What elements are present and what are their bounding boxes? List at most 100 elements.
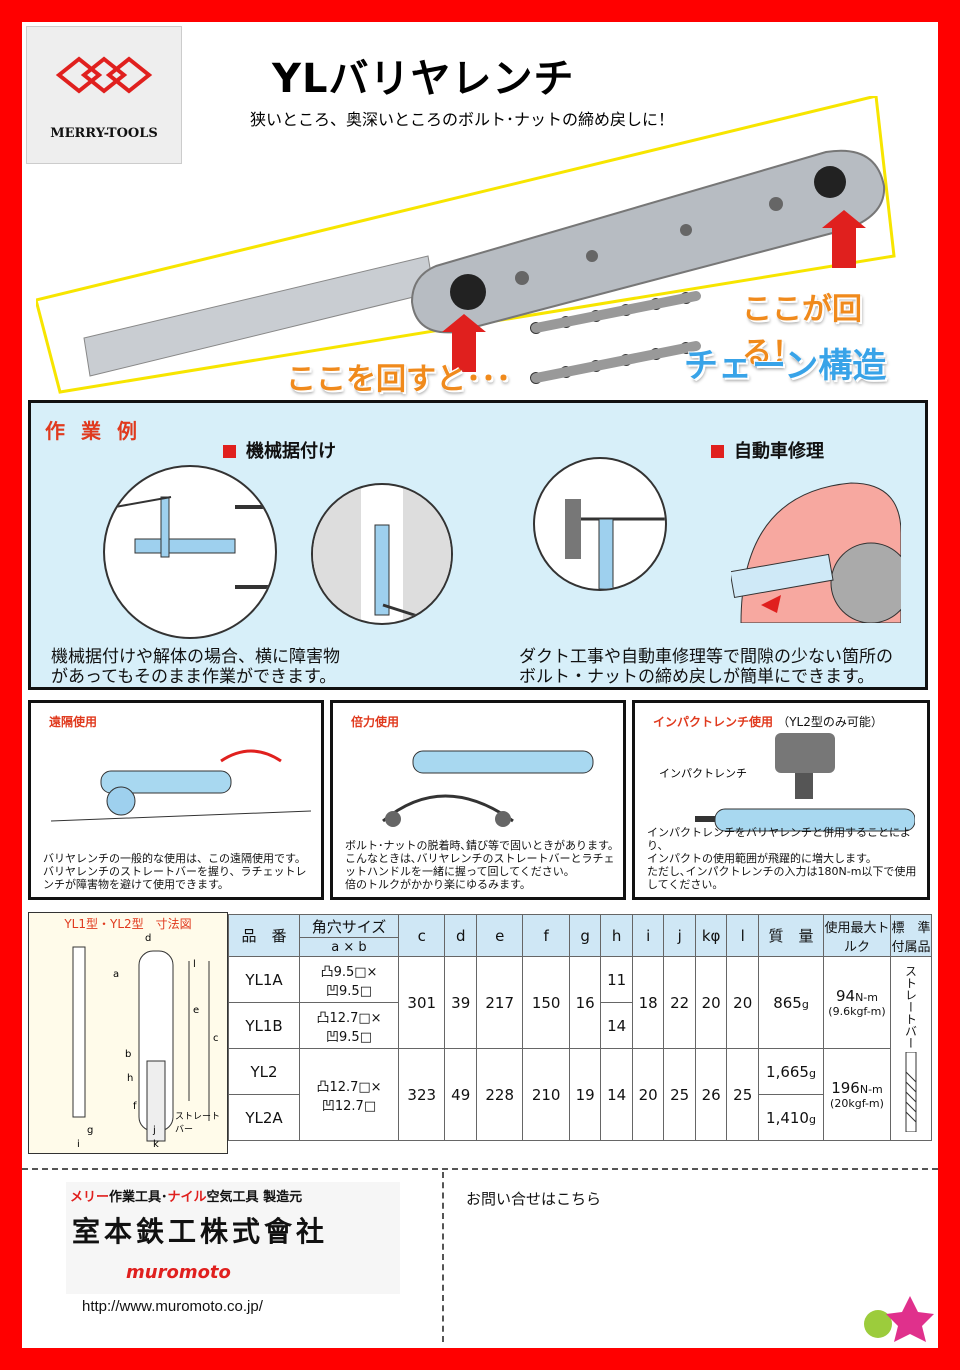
double-force-illustration <box>382 750 594 827</box>
company-name: 室本鉄工株式會社 <box>72 1215 329 1248</box>
header-d: d <box>444 914 477 957</box>
mass-cell: 1,410g <box>758 1094 824 1141</box>
header-e: e <box>475 914 524 957</box>
d-cell: 39 <box>444 956 477 1049</box>
l-cell: 25 <box>726 1048 759 1141</box>
mass-cell: 1,665g <box>758 1048 824 1095</box>
mass-cell: 865g <box>758 956 824 1049</box>
dim-letter-f: f <box>133 1101 137 1112</box>
footer-divider <box>22 1168 938 1170</box>
socket-cell: 凸12.7□×凹9.5□ <box>299 1002 399 1049</box>
dimension-drawing: YL1型・YL2型 寸法図 d a l e c b h f g i k j スト… <box>28 912 228 1154</box>
label-rotate-here: ここを回すと･･･ <box>286 362 511 397</box>
c-cell: 323 <box>397 1048 446 1141</box>
maker-line: メリー作業工具･ナイル空気工具 製造元 <box>70 1190 303 1205</box>
h-cell: 14 <box>600 1002 633 1049</box>
merry-tools-logo: MERRY-TOOLS <box>26 26 182 164</box>
dim-letter-k: k <box>153 1139 159 1150</box>
header-j: j <box>663 914 696 957</box>
panel-note: インパクトレンチをバリヤレンチと併用することにより、 インパクトの使用範囲が飛躍… <box>647 826 917 891</box>
machine-caption: 機械据付けや解体の場合、横に障害物 があってもそのまま作業ができます。 <box>51 647 340 687</box>
header-i: i <box>631 914 665 957</box>
table-row: YL1A 凸9.5□×凹9.5□ 301 39 217 150 16 11 18… <box>228 956 932 1141</box>
table-row: YL2A 1,410g <box>228 1094 932 1141</box>
dim-letter-a: a <box>113 969 120 980</box>
j-cell: 22 <box>663 956 696 1049</box>
header-mass: 質 量 <box>758 914 824 957</box>
header-f: f <box>522 914 570 957</box>
header-h: h <box>600 914 633 957</box>
panel-title: 倍力使用 <box>351 715 400 729</box>
footer-vertical-divider <box>442 1172 444 1342</box>
g-cell: 16 <box>568 956 602 1049</box>
model-cell: YL2A <box>228 1094 300 1141</box>
company-url-link[interactable]: http://www.muromoto.co.jp/ <box>82 1298 263 1315</box>
model-cell: YL2 <box>228 1048 300 1095</box>
dim-letter-i: i <box>77 1139 80 1150</box>
impact-wrench-label: インパクトレンチ <box>659 767 747 780</box>
model-cell: YL1B <box>228 1002 300 1049</box>
page-title: YLバリヤレンチ <box>272 56 575 102</box>
c-cell: 301 <box>397 956 446 1049</box>
j-cell: 25 <box>663 1048 696 1141</box>
machine-install-heading: 機械据付け <box>223 437 336 463</box>
k-cell: 26 <box>694 1048 728 1141</box>
socket-cell: 凸12.7□×凹12.7□ <box>299 1048 399 1141</box>
straight-bar-label: ストレートバー <box>175 1112 221 1135</box>
car-repair-heading: 自動車修理 <box>711 437 824 463</box>
dim-letter-j: j <box>153 1125 156 1136</box>
logo-text: MERRY-TOOLS <box>50 126 158 141</box>
dimension-diagram-icon <box>72 946 210 1142</box>
company-block: メリー作業工具･ナイル空気工具 製造元 室本鉄工株式會社 muromoto <box>66 1182 400 1294</box>
e-cell: 217 <box>475 956 524 1049</box>
dim-letter-c: c <box>213 1033 219 1044</box>
e-cell: 228 <box>475 1048 524 1141</box>
h-cell: 14 <box>600 1048 633 1141</box>
table-header-row: 品 番 角穴サイズ c d e f g h i j kφ l 質 量 使用最大ト… <box>228 914 932 957</box>
dim-letter-d: d <box>145 933 152 944</box>
header-model: 品 番 <box>228 914 300 957</box>
h-cell: 11 <box>600 956 633 1003</box>
double-force-panel: 倍力使用 ボルト･ナットの脱着時､錆び等で固いときがあります。 こんなときは､バ… <box>330 700 626 900</box>
section-heading: 作業例 <box>45 419 153 443</box>
dim-letter-e: e <box>193 1005 200 1016</box>
socket-cell: 凸9.5□×凹9.5□ <box>299 956 399 1003</box>
i-cell: 18 <box>631 956 665 1049</box>
table-row: YL1B 凸12.7□×凹9.5□ 14 <box>228 1002 932 1049</box>
d-cell: 49 <box>444 1048 477 1141</box>
square-bullet-icon <box>711 445 724 458</box>
straight-bar-icon <box>905 1051 917 1132</box>
label-turns-here: ここが回る！ <box>742 292 862 371</box>
l-cell: 20 <box>726 956 759 1049</box>
g-cell: 19 <box>568 1048 602 1141</box>
wrench-photo-illustration <box>34 94 896 394</box>
square-bullet-icon <box>223 445 236 458</box>
k-cell: 20 <box>694 956 728 1049</box>
flyer-page: MERRY-TOOLS YLバリヤレンチ 狭いところ、奥深いところのボルト･ナッ… <box>22 22 938 1348</box>
car-wheel-illustration <box>731 482 901 623</box>
dim-letter-h: h <box>127 1073 134 1084</box>
panel-title: 遠隔使用 <box>49 715 98 729</box>
work-examples-section: 作業例 機械据付け 自動車修理 <box>28 400 928 690</box>
remote-use-illustration <box>51 749 311 822</box>
header-torque: 使用最大トルク <box>823 914 891 957</box>
wrench-diagram-icon <box>114 496 275 589</box>
machine-example-illustration-2 <box>311 483 453 625</box>
machine-example-illustration-1 <box>103 465 277 639</box>
muromoto-brand-logo: muromoto <box>126 1262 231 1283</box>
dimension-title: YL1型・YL2型 寸法図 <box>64 917 192 931</box>
table-row: YL2 凸12.7□×凹12.7□ 323 49 228 210 19 14 2… <box>228 1048 932 1141</box>
header-l: l <box>726 914 759 957</box>
accessory-cell: ストレートバー <box>890 956 932 1141</box>
torque-cell: 94N-m(9.6kgf-m) <box>823 956 891 1049</box>
contact-label: お問い合せはこちら <box>466 1190 602 1208</box>
header-accessory: 標 準付属品 <box>890 914 932 957</box>
diamond-logo-icon <box>55 56 153 94</box>
spec-table: 品 番 角穴サイズ c d e f g h i j kφ l 質 量 使用最大ト… <box>228 914 932 1141</box>
f-cell: 150 <box>522 956 570 1049</box>
model-cell: YL1A <box>228 956 300 1003</box>
dim-letter-g: g <box>87 1125 94 1136</box>
header-g: g <box>568 914 602 957</box>
page-subtitle: 狭いところ、奥深いところのボルト･ナットの締め戻しに！ <box>250 110 675 129</box>
remote-use-panel: 遠隔使用 バリヤレンチの一般的な使用は、この遠隔使用です。 バリヤレンチのストレ… <box>28 700 324 900</box>
